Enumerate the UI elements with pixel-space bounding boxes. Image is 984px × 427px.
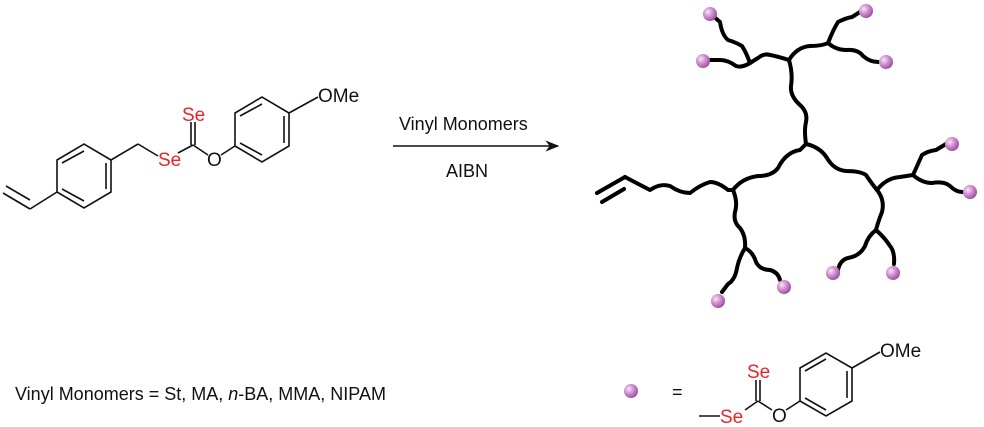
polymer-chain <box>826 10 862 45</box>
legend-se-ester-label: Se <box>720 407 743 427</box>
vinyl-to-ring-bond <box>29 191 58 210</box>
polymer-chain <box>911 173 964 194</box>
se-c-bond <box>177 144 194 154</box>
vinyl-double-bond <box>5 185 31 201</box>
polymer-chain <box>731 142 808 192</box>
end-group-sphere <box>859 4 873 18</box>
legend-oxygen-label: O <box>772 406 787 427</box>
polymer-chain <box>874 188 885 232</box>
ch2-se-bond <box>137 143 159 157</box>
polymer-vinyl-double <box>600 187 626 204</box>
legend-c-o-bond <box>757 400 773 411</box>
polymer-chain <box>743 246 782 282</box>
polymer-chain <box>874 228 897 266</box>
methoxy-label: OMe <box>318 86 359 107</box>
polymer-chain <box>731 188 748 250</box>
end-groups <box>696 4 977 308</box>
se-ester-label: Se <box>158 150 181 171</box>
end-group-sphere <box>826 266 840 280</box>
polymer-chain <box>826 41 880 64</box>
monomer-caption: Vinyl Monomers = St, MA, n-BA, MMA, NIPA… <box>15 384 386 405</box>
legend-equals: = <box>672 382 683 402</box>
o-ring-bond <box>220 145 236 156</box>
initiator-label: AIBN <box>446 161 488 181</box>
se-thione-label: Se <box>182 105 205 126</box>
polymer-chain <box>836 228 878 272</box>
end-group-sphere <box>886 266 900 280</box>
benzene-ring-right <box>234 96 290 163</box>
end-group-sphere <box>696 54 710 68</box>
hyperbranched-polymer <box>595 10 964 294</box>
vinyl-bond <box>2 192 31 210</box>
polymer-chain <box>711 14 752 65</box>
caption-suffix: -BA, MMA, NIPAM <box>238 384 386 404</box>
legend-methoxy-label: OMe <box>880 341 921 362</box>
legend-sphere <box>624 384 638 398</box>
c-o-bond <box>192 144 209 156</box>
polymer-chain <box>875 173 915 192</box>
end-group-sphere <box>703 7 717 21</box>
polymer-chain <box>704 58 752 69</box>
legend-se-c-bond <box>744 400 759 411</box>
polymer-vinyl-bond <box>595 175 627 195</box>
legend-o-ring-bond <box>785 400 801 411</box>
polymer-chain <box>787 41 830 62</box>
legend-end-group-structure <box>699 351 881 417</box>
legend-benzene-ring <box>799 352 853 417</box>
reactant-molecule <box>2 96 319 210</box>
legend-ring-ome-bond <box>851 351 881 369</box>
polymer-chain <box>787 58 809 146</box>
end-group-sphere <box>945 137 959 151</box>
legend-se-thione-label: Se <box>747 362 770 383</box>
caption-prefix: Vinyl Monomers = St, MA, <box>15 384 229 404</box>
reagent-label: Vinyl Monomers <box>399 114 528 134</box>
end-group-sphere <box>777 280 791 294</box>
caption-italic: n <box>228 384 239 404</box>
oxygen-label: O <box>207 150 222 171</box>
benzyl-bond <box>110 143 139 161</box>
ring-ome-bond <box>288 96 319 114</box>
end-group-sphere <box>711 294 725 308</box>
polymer-chain <box>748 52 791 65</box>
end-group-sphere <box>879 55 893 69</box>
end-group-sphere <box>963 185 977 199</box>
polymer-backbone <box>623 175 735 195</box>
polymer-chain <box>804 142 879 192</box>
polymer-chain <box>720 246 747 294</box>
polymer-chain <box>911 142 948 177</box>
benzene-ring-left <box>56 143 112 209</box>
